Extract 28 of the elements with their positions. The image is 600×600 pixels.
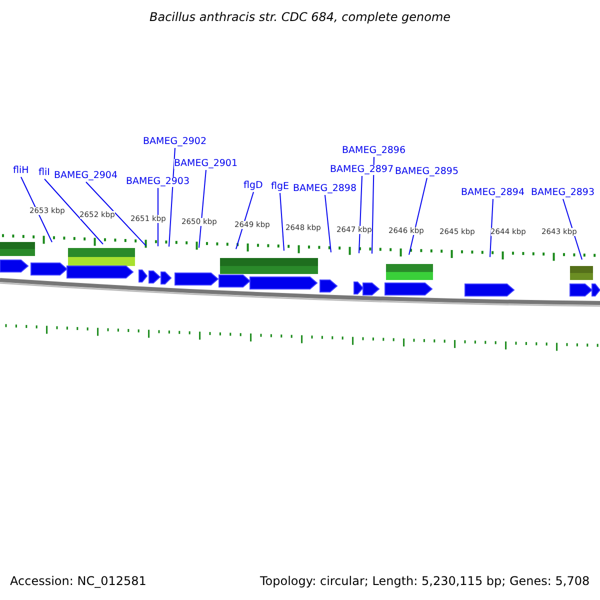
genome-info-text: Accession: NC_012581	[10, 575, 146, 588]
gene-label: BAMEG_2901	[174, 159, 238, 170]
gene-label: BAMEG_2902	[143, 137, 207, 148]
gene-label: BAMEG_2903	[126, 177, 190, 188]
genome-info-text: Topology: circular; Length: 5,230,115 bp; Genes: 5,708	[260, 575, 590, 588]
leader-line	[86, 182, 146, 246]
leader-line	[198, 170, 206, 248]
genome-title: Bacillus anthracis str. CDC 684, complete genome	[150, 11, 451, 24]
gene-label: BAMEG_2898	[293, 184, 357, 194]
leader-line	[236, 192, 254, 250]
leader-line	[280, 192, 284, 252]
leader-line	[372, 156, 374, 254]
gene-label: flgD	[244, 181, 263, 192]
gene-label: BAMEG_2897	[330, 165, 394, 176]
leader-line	[168, 148, 176, 248]
gene-label: BAMEG_2893	[531, 188, 595, 198]
gene-label: flgE	[271, 182, 290, 192]
gene-label: BAMEG_2894	[461, 188, 525, 198]
leader-line	[358, 176, 362, 254]
leader-line	[408, 178, 428, 256]
gene-label: BAMEG_2896	[342, 146, 406, 156]
leader-line	[20, 176, 52, 243]
gene-label: BAMEG_2895	[395, 167, 459, 178]
leader-line	[44, 178, 104, 245]
leader-line	[562, 198, 582, 260]
leader-line	[324, 194, 332, 253]
leader-line	[490, 198, 494, 258]
gene-label: BAMEG_2904	[54, 171, 118, 182]
